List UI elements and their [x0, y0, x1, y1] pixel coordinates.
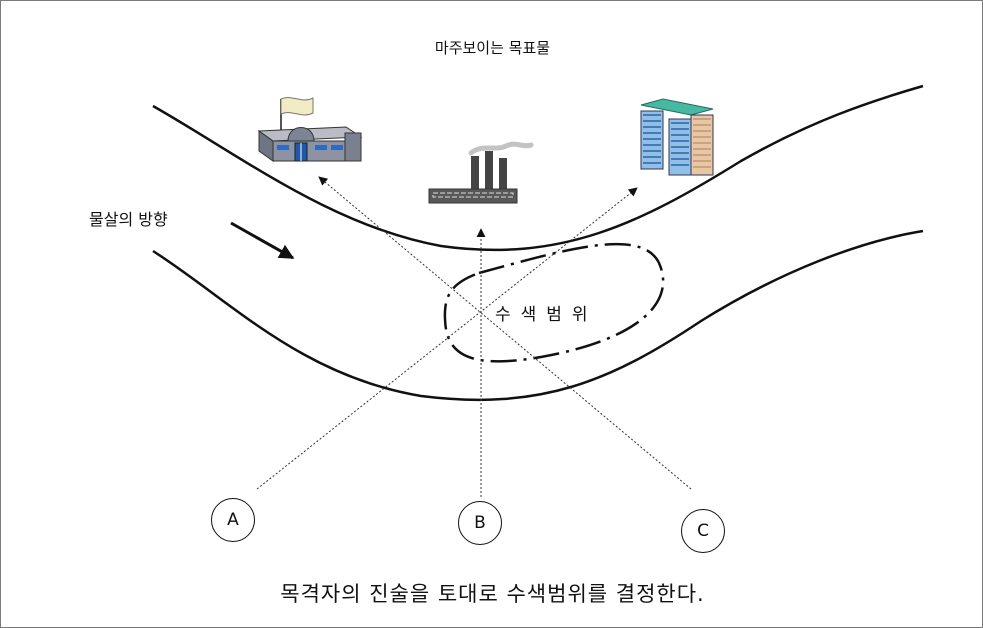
flow-direction-label: 물살의 방향: [89, 210, 168, 229]
diagram-caption: 목격자의 진술을 토대로 수색범위를 결정한다.: [280, 582, 705, 606]
sightline-c: [318, 176, 692, 490]
landmarks-title: 마주보이는 목표물: [434, 39, 551, 57]
apartment-icon: [640, 98, 714, 176]
observer-c-label: C: [697, 521, 709, 541]
lower-riverbank: [152, 229, 924, 402]
observer-c-circle: C: [681, 509, 725, 553]
observer-b-label: B: [474, 513, 486, 533]
flow-direction-arrow: [230, 221, 295, 260]
factory-icon: [428, 141, 534, 204]
observer-a-circle: A: [211, 498, 255, 542]
upper-riverbank: [152, 84, 924, 252]
observer-a-label: A: [227, 510, 239, 530]
school-building-icon: [257, 97, 363, 162]
observer-b-circle: B: [458, 501, 502, 545]
search-area-outline: [443, 242, 665, 363]
sightline-a: [256, 187, 638, 490]
search-area-label: 수색범위: [495, 305, 598, 325]
